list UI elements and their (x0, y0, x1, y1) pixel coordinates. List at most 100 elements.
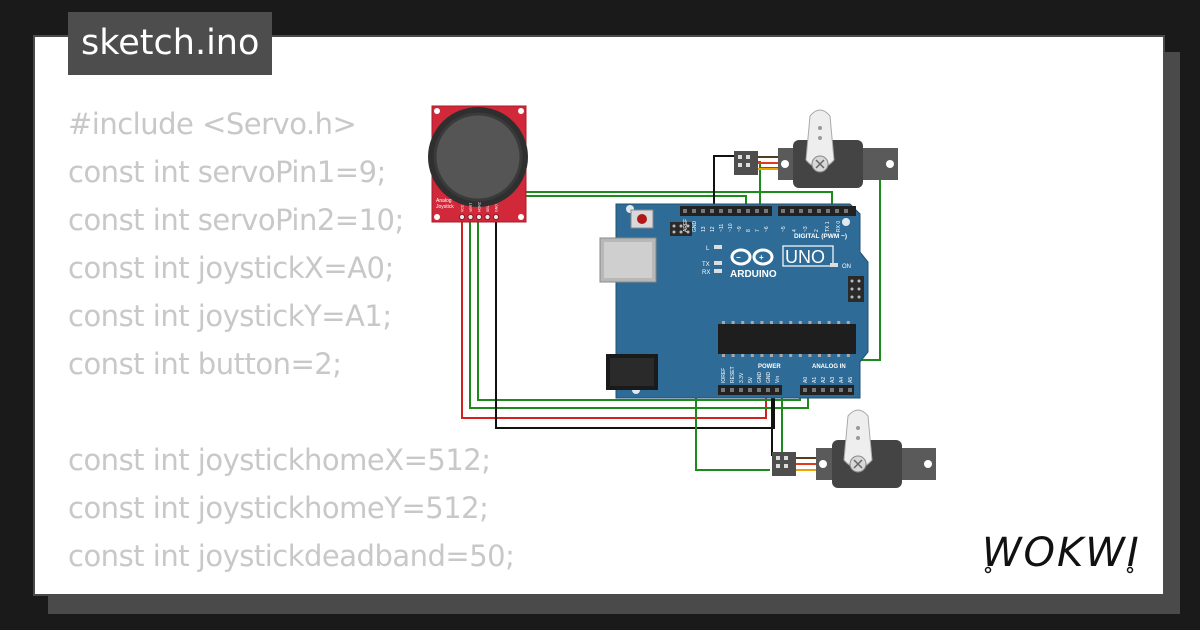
analog-header (800, 385, 854, 395)
joystick-label-1: Analog (436, 198, 452, 204)
led-l-label: L (706, 246, 710, 252)
chip-leg (837, 321, 841, 324)
header-pin[interactable] (803, 388, 807, 392)
pin-label: RX 0 (836, 221, 842, 232)
joystick-pin[interactable] (475, 213, 483, 221)
joystick-pin[interactable] (484, 213, 491, 221)
joystick-pin[interactable] (467, 213, 474, 221)
pin-label: GND (766, 372, 772, 384)
header-pin[interactable] (821, 388, 825, 392)
header-pin[interactable] (748, 388, 752, 392)
analog-label: ANALOG IN (812, 364, 846, 370)
sketch-title[interactable]: sketch.ino (68, 12, 273, 75)
chip-leg (789, 354, 793, 357)
header-pin[interactable] (817, 209, 821, 213)
header-pin[interactable] (775, 388, 779, 392)
preview-card (33, 35, 1165, 596)
code-line: const int joystickY=A1; (68, 299, 392, 333)
pin-label: A0 (803, 377, 809, 383)
chip-leg (798, 321, 802, 324)
wire-joystick-vert (469, 218, 809, 409)
digital-header (680, 206, 772, 216)
pin-label: TX 1 (825, 221, 831, 232)
atmega-chip (718, 324, 856, 354)
chip-leg (846, 321, 850, 324)
header-pin[interactable] (710, 209, 714, 213)
servo-motor-1[interactable] (734, 109, 898, 188)
chip-leg (837, 354, 841, 357)
chip-leg (741, 321, 745, 324)
header-pin[interactable] (730, 388, 734, 392)
header-pin[interactable] (764, 209, 768, 213)
wokwi-logo-text: WOKWI (982, 530, 1141, 576)
led-tx (714, 261, 722, 265)
svg-text:+: + (759, 253, 764, 262)
joystick-pin-label: HORZ (478, 201, 482, 212)
chip-leg (731, 321, 735, 324)
chip-leg (770, 354, 773, 357)
header-pin[interactable] (830, 388, 834, 392)
header-pin[interactable] (835, 209, 839, 213)
pin-label: A5 (848, 377, 854, 383)
led-rx (714, 269, 722, 273)
code-line: #include <Servo.h> (68, 107, 357, 141)
pin-label: 5V (748, 376, 754, 383)
servo-motor-2[interactable] (772, 409, 936, 488)
header-pin[interactable] (766, 388, 770, 392)
led-rx-label: RX (702, 270, 710, 276)
pin-label: 13 (701, 226, 707, 232)
header-pin[interactable] (757, 388, 761, 392)
header-pin[interactable] (692, 209, 696, 213)
led-on (830, 263, 838, 267)
pin-label: ~5 (781, 226, 787, 232)
chip-leg (827, 321, 831, 324)
header-pin[interactable] (683, 209, 687, 213)
header-pin[interactable] (781, 209, 785, 213)
wire-joystick-gnd (495, 218, 775, 429)
code-line: const int button=2; (68, 347, 342, 381)
chip-leg (722, 354, 725, 357)
wire-joystick-vcc (461, 218, 767, 419)
header-pin[interactable] (812, 388, 816, 392)
joystick-knob[interactable] (433, 112, 523, 202)
pin-label: 8 (746, 229, 752, 232)
joystick-pin[interactable] (458, 213, 466, 221)
code-line: const int servoPin1=9; (68, 155, 386, 189)
joystick-pin[interactable] (492, 213, 500, 221)
arduino-uno-board[interactable]: − + UNO ARDUINO L TX RX ON DIGITAL (PWM … (599, 203, 869, 399)
header-pin[interactable] (808, 209, 812, 213)
header-pin[interactable] (826, 209, 830, 213)
joystick-label-2: Joystick (436, 204, 454, 210)
chip-leg (731, 354, 735, 357)
header-pin[interactable] (739, 388, 743, 392)
header-pin[interactable] (844, 209, 848, 213)
header-pin[interactable] (737, 209, 741, 213)
power-label: POWER (758, 364, 781, 370)
pin-label: A2 (821, 377, 827, 383)
header-pin[interactable] (701, 209, 705, 213)
pin-label: ~10 (728, 223, 734, 232)
board-brand: ARDUINO (730, 269, 777, 280)
reset-button[interactable] (630, 209, 654, 229)
code-preview: #include <Servo.h> const int servoPin1=9;… (68, 100, 515, 580)
pin-label: AREF (683, 219, 689, 232)
header-pin[interactable] (746, 209, 750, 213)
header-pin[interactable] (755, 209, 759, 213)
chip-leg (760, 321, 764, 324)
header-pin[interactable] (799, 209, 803, 213)
header-pin[interactable] (790, 209, 794, 213)
pin-label: 12 (710, 226, 716, 232)
pin-label: ~3 (803, 226, 809, 232)
header-pin[interactable] (839, 388, 843, 392)
chip-leg (846, 354, 850, 357)
header-pin[interactable] (719, 209, 723, 213)
joystick-pin-label: VCC (461, 204, 465, 212)
header-pin[interactable] (848, 388, 852, 392)
led-l (714, 245, 722, 249)
header-pin[interactable] (728, 209, 732, 213)
chip-leg (779, 321, 783, 324)
pin-label: 4 (792, 229, 798, 232)
digital-label: DIGITAL (PWM ~) (794, 233, 847, 240)
header-pin[interactable] (721, 388, 725, 392)
